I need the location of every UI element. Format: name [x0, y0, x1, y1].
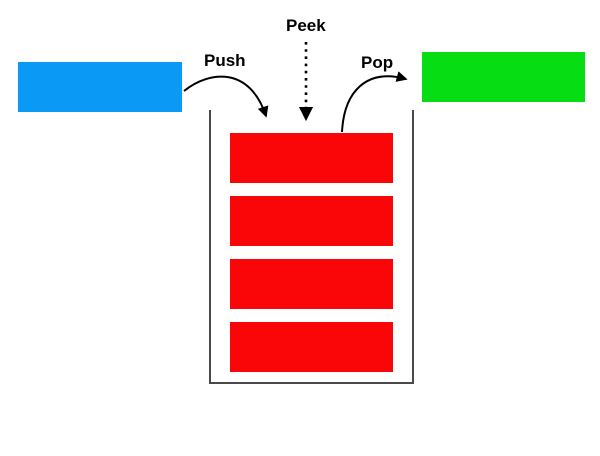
stack-item [230, 196, 393, 246]
stack-container [209, 110, 414, 384]
outgoing-element-box [422, 52, 585, 102]
incoming-element-box [18, 62, 182, 112]
pop-label: Pop [361, 53, 394, 72]
stack-item [230, 133, 393, 183]
peek-label: Peek [286, 16, 326, 35]
push-label: Push [204, 51, 246, 70]
stack-item [230, 259, 393, 309]
stack-item [230, 322, 393, 372]
